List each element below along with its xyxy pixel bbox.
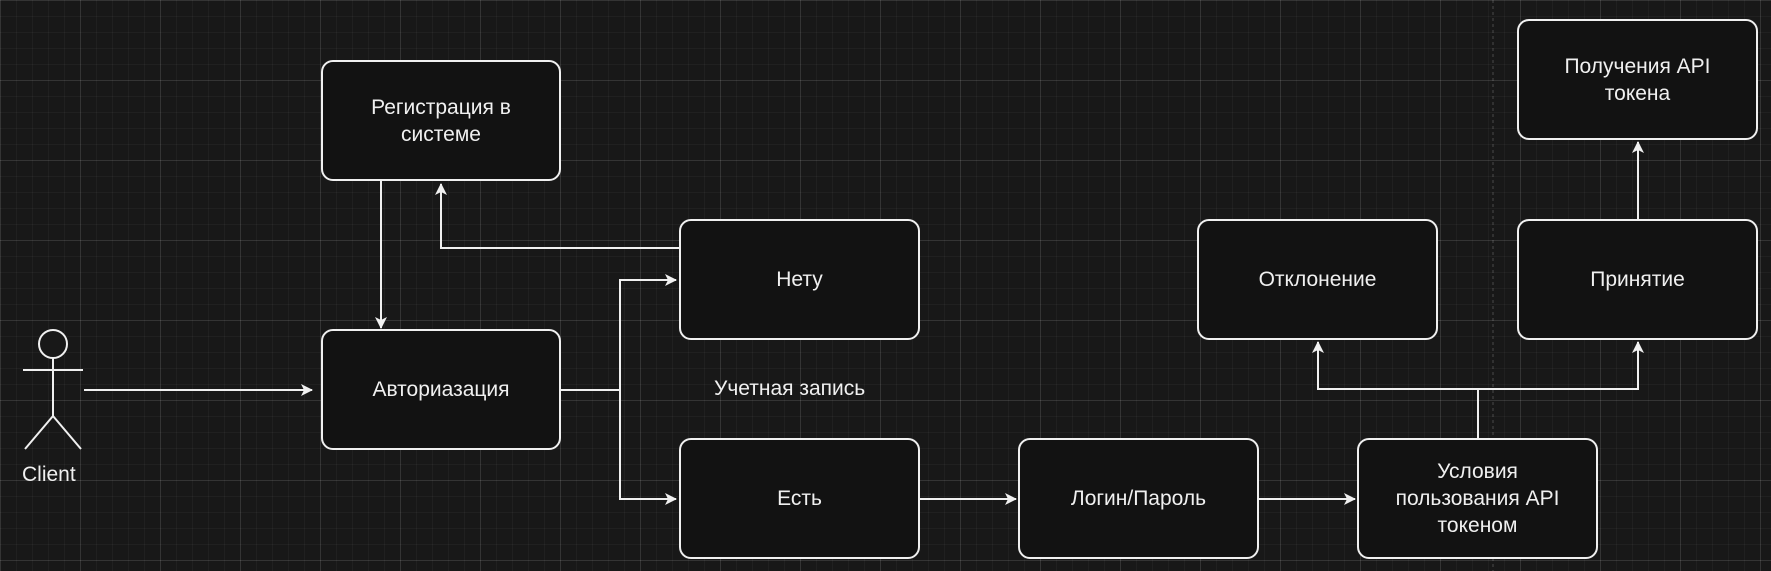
actor-label: Client <box>22 463 76 486</box>
node-accept[interactable]: Принятие <box>1517 219 1758 340</box>
node-login-password-label: Логин/Пароль <box>1070 487 1207 510</box>
edge-branch-to-none <box>619 274 677 390</box>
edge-label-account: Учетная запись <box>714 377 866 400</box>
node-terms-label: Условия пользования API токеном <box>1395 460 1560 537</box>
node-reject-label: Отклонение <box>1258 268 1377 291</box>
edge-terms-to-reject <box>1312 341 1479 438</box>
node-reject[interactable]: Отклонение <box>1197 219 1438 340</box>
node-exists[interactable]: Есть <box>679 438 920 559</box>
node-registration-label: Регистрация в системе <box>371 95 511 146</box>
node-get-token[interactable]: Получения API токена <box>1517 19 1758 140</box>
node-get-token-label: Получения API токена <box>1564 54 1711 105</box>
node-none[interactable]: Нету <box>679 219 920 340</box>
node-terms[interactable]: Условия пользования API токеном <box>1357 438 1598 559</box>
node-login-password[interactable]: Логин/Пароль <box>1018 438 1259 559</box>
client-actor-icon[interactable] <box>23 329 83 450</box>
node-accept-label: Принятие <box>1590 268 1685 291</box>
node-authorization[interactable]: Авториазация <box>321 329 561 450</box>
edge-branch-to-exists <box>619 390 677 505</box>
node-none-label: Нету <box>776 268 823 291</box>
edge-none-to-registration <box>435 183 679 249</box>
node-authorization-label: Авториазация <box>372 378 510 401</box>
edge-terms-to-accept <box>1478 341 1644 390</box>
node-registration[interactable]: Регистрация в системе <box>321 60 561 181</box>
node-exists-label: Есть <box>777 487 822 510</box>
